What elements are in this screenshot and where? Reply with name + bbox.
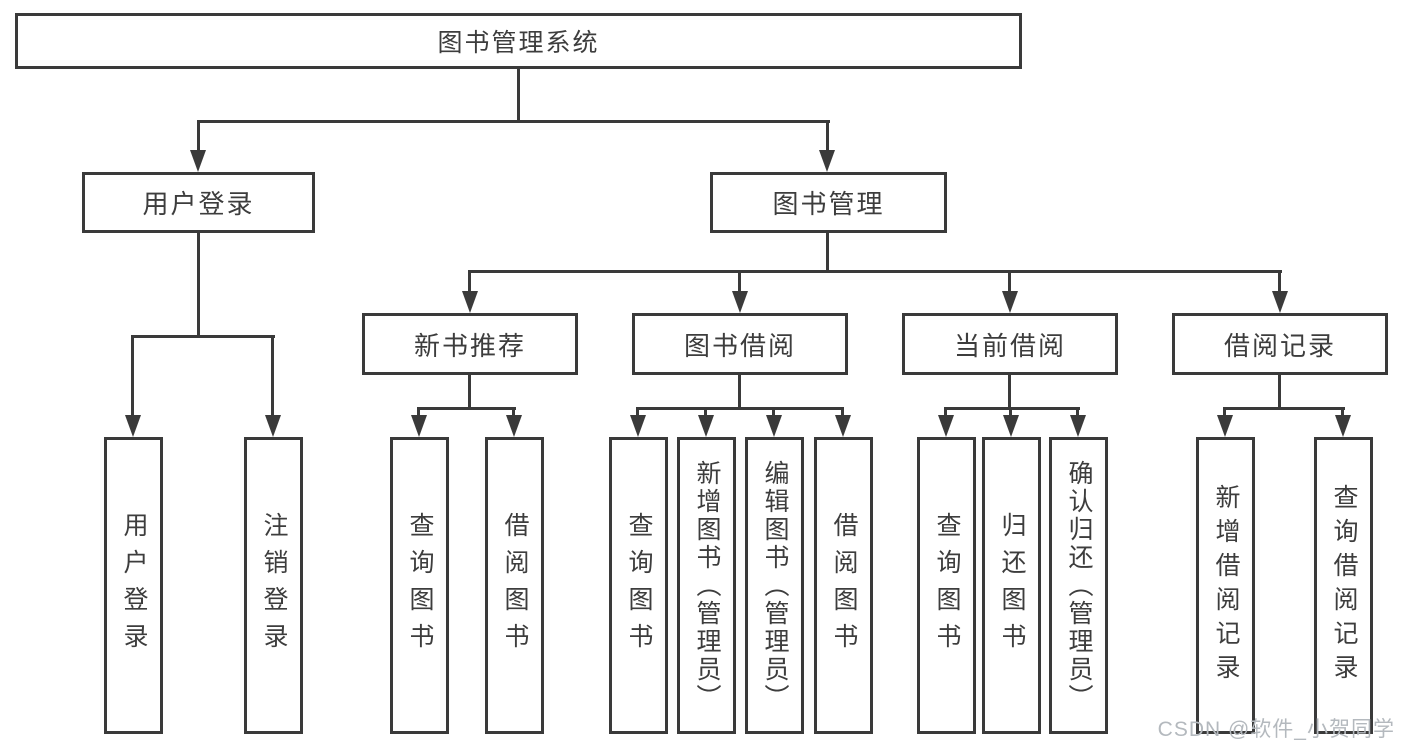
arrowhead-icon xyxy=(732,291,748,313)
node-label: 图书借阅 xyxy=(683,330,796,361)
node-label: 借阅记录 xyxy=(1223,330,1336,361)
node-book-borrowing: 图书借阅 xyxy=(632,313,848,375)
arrowhead-icon xyxy=(1003,415,1019,437)
leaf-query-books-borrow: 查询图书 xyxy=(609,437,668,734)
node-label: 新增借阅记录 xyxy=(1212,483,1240,688)
connector-line xyxy=(1076,407,1079,421)
connector-line xyxy=(772,407,775,421)
arrowhead-icon xyxy=(766,415,782,437)
leaf-borrow-books-recommend: 借阅图书 xyxy=(485,437,544,734)
connector-line xyxy=(704,407,707,421)
arrowhead-icon xyxy=(411,415,427,437)
node-user-login: 用户登录 xyxy=(82,172,315,233)
leaf-confirm-return-admin: 确认归还（管理员） xyxy=(1049,437,1108,734)
connector-line xyxy=(1278,373,1281,409)
arrowhead-icon xyxy=(190,150,206,172)
leaf-add-books-admin: 新增图书（管理员） xyxy=(677,437,736,734)
connector-line xyxy=(738,270,741,295)
connector-line xyxy=(1009,407,1012,421)
node-label: 用户登录 xyxy=(120,511,148,660)
connector-line xyxy=(468,373,471,409)
watermark: CSDN @软件_小贺同学 xyxy=(1157,718,1395,741)
node-library-system: 图书管理系统 xyxy=(15,13,1022,69)
connector-line xyxy=(738,373,741,409)
connector-line xyxy=(131,335,134,419)
node-label: 查询图书 xyxy=(406,511,434,660)
connector-line xyxy=(944,407,1080,410)
arrowhead-icon xyxy=(1272,291,1288,313)
arrowhead-icon xyxy=(630,415,646,437)
node-label: 新书推荐 xyxy=(413,330,526,361)
arrowhead-icon xyxy=(265,415,281,437)
leaf-return-books: 归还图书 xyxy=(982,437,1041,734)
node-label: 注销登录 xyxy=(260,511,288,660)
connector-line xyxy=(197,120,200,154)
arrowhead-icon xyxy=(698,415,714,437)
connector-line xyxy=(1278,270,1281,295)
arrowhead-icon xyxy=(819,150,835,172)
connector-line xyxy=(512,407,515,421)
connector-line xyxy=(197,120,830,123)
connector-line xyxy=(1008,270,1011,295)
connector-line xyxy=(636,407,844,410)
connector-line xyxy=(636,407,639,421)
connector-line xyxy=(271,335,274,419)
arrowhead-icon xyxy=(1335,415,1351,437)
connector-line xyxy=(517,66,520,122)
node-new-book-recommend: 新书推荐 xyxy=(362,313,578,375)
arrowhead-icon xyxy=(1002,291,1018,313)
leaf-borrow-books: 借阅图书 xyxy=(814,437,873,734)
connector-line xyxy=(1341,407,1344,421)
arrowhead-icon xyxy=(506,415,522,437)
arrowhead-icon xyxy=(1217,415,1233,437)
leaf-add-borrow-record: 新增借阅记录 xyxy=(1196,437,1255,734)
arrowhead-icon xyxy=(462,291,478,313)
node-label: 新增图书（管理员） xyxy=(693,459,721,712)
arrowhead-icon xyxy=(938,415,954,437)
node-current-borrowing: 当前借阅 xyxy=(902,313,1118,375)
leaf-user-login: 用户登录 xyxy=(104,437,163,734)
connector-line xyxy=(417,407,516,410)
node-label: 查询图书 xyxy=(625,511,653,660)
node-borrowing-records: 借阅记录 xyxy=(1172,313,1388,375)
connector-line xyxy=(944,407,947,421)
arrowhead-icon xyxy=(835,415,851,437)
node-label: 编辑图书（管理员） xyxy=(761,459,789,712)
node-label: 用户登录 xyxy=(142,189,255,219)
connector-line xyxy=(841,407,844,421)
connector-line xyxy=(468,270,471,295)
leaf-query-books-recommend: 查询图书 xyxy=(390,437,449,734)
leaf-query-books-current: 查询图书 xyxy=(917,437,976,734)
leaf-edit-books-admin: 编辑图书（管理员） xyxy=(745,437,804,734)
node-label: 查询借阅记录 xyxy=(1330,483,1358,688)
connector-line xyxy=(417,407,420,421)
connector-line xyxy=(826,231,829,273)
connector-line xyxy=(1223,407,1345,410)
node-label: 当前借阅 xyxy=(953,330,1066,361)
connector-line xyxy=(468,270,1282,273)
connector-line xyxy=(826,120,829,154)
arrowhead-icon xyxy=(1070,415,1086,437)
node-label: 查询图书 xyxy=(933,511,961,660)
node-label: 图书管理系统 xyxy=(437,29,600,57)
node-label: 借阅图书 xyxy=(501,511,529,660)
connector-line xyxy=(1223,407,1226,421)
connector-line xyxy=(131,335,275,338)
node-label: 归还图书 xyxy=(998,511,1026,660)
connector-line xyxy=(1008,373,1011,409)
leaf-query-borrow-record: 查询借阅记录 xyxy=(1314,437,1373,734)
node-label: 确认归还（管理员） xyxy=(1065,459,1093,712)
arrowhead-icon xyxy=(125,415,141,437)
node-label: 图书管理 xyxy=(772,189,885,219)
node-book-management: 图书管理 xyxy=(710,172,947,233)
leaf-logout: 注销登录 xyxy=(244,437,303,734)
node-label: 借阅图书 xyxy=(830,511,858,660)
connector-line xyxy=(197,231,200,337)
